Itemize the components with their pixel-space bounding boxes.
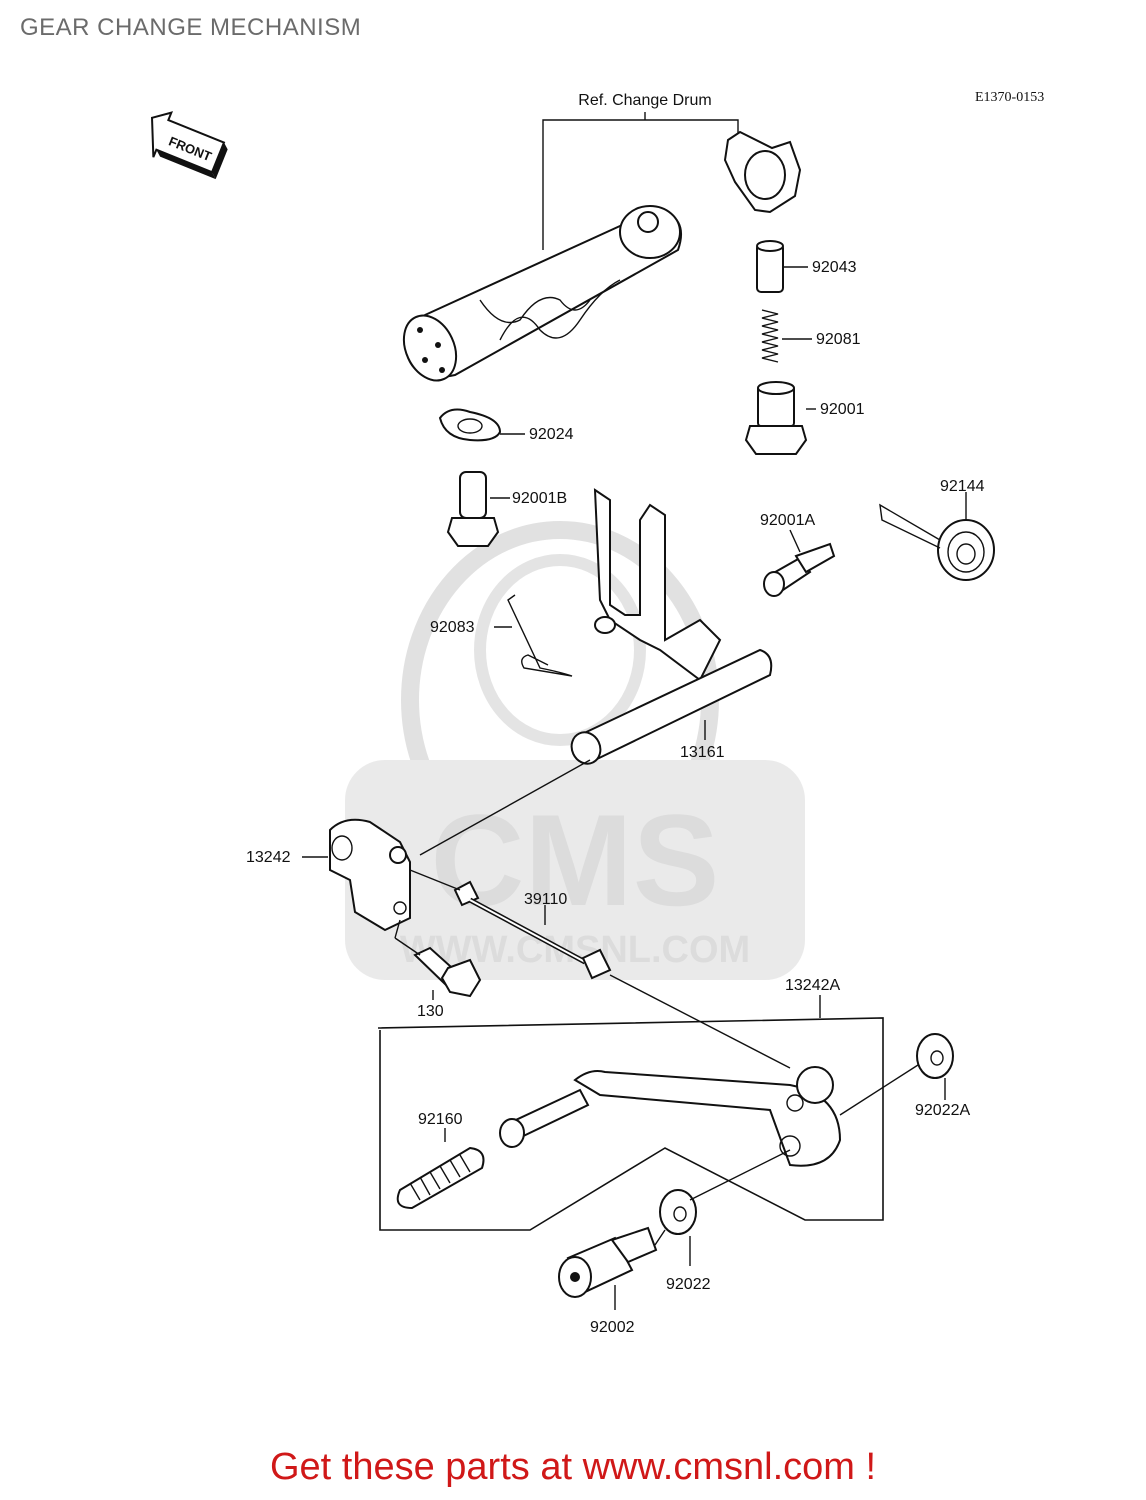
label-92022: 92022 [666, 1276, 711, 1293]
part-130: 130 [413, 946, 482, 1020]
shift-pedal [499, 1066, 842, 1167]
label-13242A: 13242A [785, 977, 840, 994]
label-92160: 92160 [418, 1111, 463, 1128]
label-130: 130 [417, 1003, 444, 1020]
front-arrow-icon: FRONT [150, 111, 228, 180]
part-92024: 92024 [438, 408, 574, 443]
part-92160: 92160 [396, 1111, 485, 1210]
shift-arm-assembly [593, 488, 722, 682]
label-92144: 92144 [940, 478, 985, 495]
part-92002: 92002 [558, 1226, 666, 1336]
part-13242: 13242 [246, 818, 411, 932]
part-92083: 92083 [430, 594, 573, 677]
label-92001B: 92001B [512, 490, 567, 507]
part-92043: 92043 [756, 240, 857, 293]
part-92001: 92001 [744, 381, 865, 455]
cta-link[interactable]: Get these parts at www.cmsnl.com ! [269, 1446, 877, 1488]
part-92001B: 92001B [446, 471, 567, 547]
label-92083: 92083 [430, 619, 475, 636]
watermark-brand: CMS [431, 787, 720, 933]
label-92043: 92043 [812, 259, 857, 276]
label-92024: 92024 [529, 426, 574, 443]
ref-change-drum-label: Ref. Change Drum [578, 92, 711, 109]
part-13242A-frame: 13242A [377, 977, 884, 1231]
part-39110: 39110 [453, 880, 612, 980]
label-92002: 92002 [590, 1319, 635, 1336]
label-92001A: 92001A [760, 512, 815, 529]
label-13161: 13161 [680, 744, 725, 761]
shift-drum [402, 205, 683, 382]
label-92022A: 92022A [915, 1102, 970, 1119]
label-92001: 92001 [820, 401, 865, 418]
part-92144: 92144 [879, 478, 995, 581]
part-92022A: 92022A [839, 1033, 970, 1119]
label-39110: 39110 [524, 891, 567, 908]
part-92081: 92081 [761, 309, 861, 363]
part-13161: 13161 [570, 648, 773, 765]
drum-cam-plate [723, 130, 802, 214]
parts-diagram: CMS WWW.CMSNL.COM E1370-0153 FRONT Ref. … [150, 90, 1044, 1336]
label-13242: 13242 [246, 849, 291, 866]
part-92001A: 92001A [760, 512, 836, 597]
part-92022: 92022 [659, 1149, 791, 1293]
reference-code: E1370-0153 [975, 90, 1044, 105]
label-92081: 92081 [816, 331, 861, 348]
watermark-url: WWW.CMSNL.COM [400, 929, 750, 971]
ref-change-drum-bracket: Ref. Change Drum [542, 92, 739, 250]
page-title: GEAR CHANGE MECHANISM [20, 14, 362, 41]
